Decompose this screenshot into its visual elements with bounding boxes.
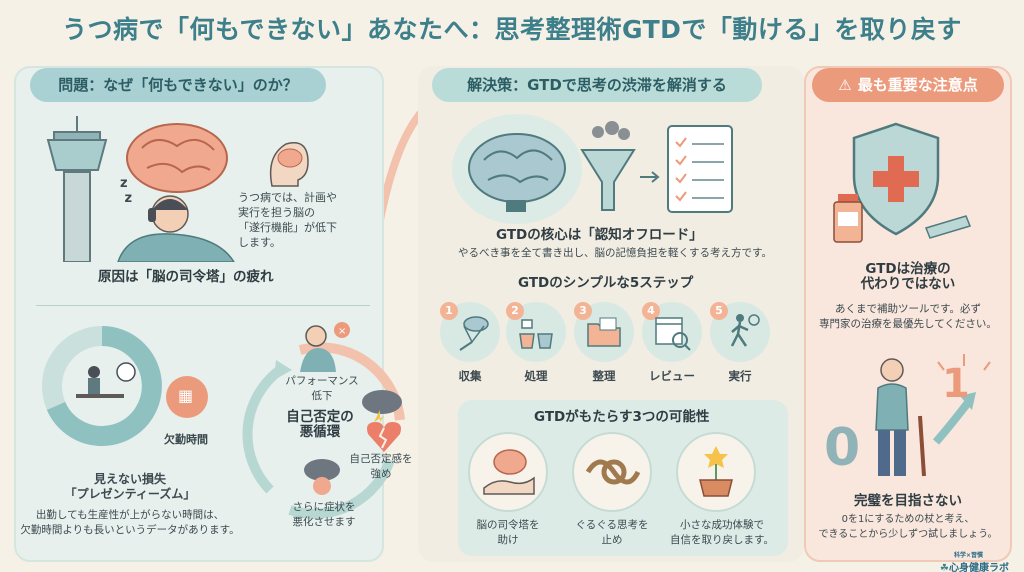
- calendar-review-icon: [655, 317, 691, 351]
- step-label-2: 処理: [524, 369, 548, 383]
- shield-cross-icon: [852, 122, 972, 239]
- hand-brain-icon: [483, 449, 535, 495]
- checklist-icon: [667, 125, 733, 213]
- section-divider: [36, 305, 370, 306]
- page-title: うつ病で「何もできない」あなたへ：思考整理術GTDで「動ける」を取り戻す: [62, 15, 962, 44]
- down-person-icon: ×: [300, 322, 350, 372]
- cycle-worse-text: さらに症状を 悪化させます: [292, 501, 356, 528]
- control-tower-icon: [46, 116, 108, 262]
- svg-text:×: ×: [338, 326, 346, 337]
- site-logo: 科学×習慣 ☘心身健康ラボ: [940, 552, 1009, 572]
- warning-icon: ⚠: [838, 76, 852, 94]
- overloaded-brain-icon: [468, 133, 566, 212]
- not-replacement-desc: あくまで補助ツールです。必ず 専門家の治療を最優先してください。: [819, 303, 997, 330]
- presenteeism-donut: [42, 326, 162, 446]
- benefit-text-3: 小さな成功体験で 自信を取り戻します。: [670, 519, 774, 546]
- head-brain-icon: [269, 142, 309, 187]
- absence-label: 欠勤時間: [164, 433, 208, 446]
- tangled-rope-icon: [585, 459, 641, 485]
- tired-person-icon: [117, 195, 235, 262]
- hidden-loss-desc: 出勤しても生産性が上がらない時間は、 欠勤時間よりも長いというデータがあります。: [20, 509, 240, 536]
- sparkle-lines-icon: [937, 354, 991, 371]
- step-number-1: 1: [440, 302, 458, 320]
- zero-number: 0: [824, 418, 861, 478]
- perfect-title: 完璧を目指さない: [854, 493, 962, 509]
- cause-text: 原因は「脳の司令塔」の疲れ: [98, 269, 274, 285]
- net-icon: [459, 316, 489, 351]
- warning-heading: ⚠最も重要な注意点: [812, 68, 1004, 102]
- step-label-5: 実行: [728, 369, 752, 383]
- logo-name: 心身健康ラボ: [948, 563, 1009, 572]
- step-label-4: レビュー: [649, 369, 695, 383]
- broken-heart-icon: [367, 422, 401, 452]
- arrow-right-icon: [640, 171, 660, 183]
- folder-icon: [587, 317, 621, 347]
- sort-bins-icon: [519, 319, 553, 349]
- benefits-title: GTDがもたらす3つの可能性: [534, 409, 710, 425]
- step-label-3: 整理: [592, 369, 616, 383]
- funnel-icon: [580, 121, 636, 211]
- step-number-3: 3: [574, 302, 592, 320]
- not-replacement-title: GTDは治療の 代わりではない: [860, 261, 956, 292]
- absence-badge: ▦: [166, 376, 208, 418]
- executive-function-text: うつ病では、計画や 実行を担う脳の 「遂行機能」が低下 します。: [238, 191, 337, 249]
- step-label-1: 収集: [458, 369, 482, 383]
- hidden-loss-title: 見えない損失 「プレゼンティーズム」: [64, 472, 196, 501]
- benefit-circle-2: [572, 432, 652, 512]
- medicine-bottle-icon: [833, 194, 863, 243]
- calendar-icon: ▦: [178, 386, 194, 405]
- benefit-text-1: 脳の司令塔を 助け: [476, 519, 540, 546]
- sprout-pot-icon: [699, 446, 733, 497]
- elder-with-cane-icon: [875, 358, 926, 477]
- step-number-4: 4: [642, 302, 660, 320]
- cycle-negative-text: 自己否定感を 強め: [349, 453, 413, 480]
- core-description: やるべき事を全て書き出し、脳の記憶負担を軽くする考え方です。: [458, 247, 772, 259]
- brain-large-icon: [126, 123, 228, 193]
- logo-tagline: 科学×習慣: [954, 552, 984, 559]
- one-number: 1: [942, 361, 970, 407]
- steps-title: GTDのシンプルな5ステップ: [518, 275, 694, 291]
- walking-person-icon: [730, 314, 760, 347]
- logo-icon: ☘: [940, 563, 949, 572]
- cycle-performance-text: パフォーマンス 低下: [285, 375, 359, 402]
- step-number-2: 2: [506, 302, 524, 320]
- core-title: GTDの核心は「認知オフロード」: [496, 227, 703, 243]
- problem-heading: 問題：なぜ「何もできない」のか？: [30, 68, 326, 102]
- worse-cloud-icon: [304, 459, 340, 495]
- benefit-text-2: ぐるぐる思考を 止め: [575, 519, 649, 546]
- storm-cloud-icon: [362, 390, 402, 422]
- up-arrow-icon: [932, 392, 976, 445]
- step-number-5: 5: [710, 302, 728, 320]
- perfect-desc: 0を1にするための杖と考え、 できることから少しずつ試しましょう。: [818, 514, 998, 540]
- cycle-title: 自己否定の 悪循環: [286, 409, 354, 440]
- sleep-z-icon: z z: [120, 176, 133, 206]
- solution-heading: 解決策：GTDで思考の渋滞を解消する: [432, 68, 762, 102]
